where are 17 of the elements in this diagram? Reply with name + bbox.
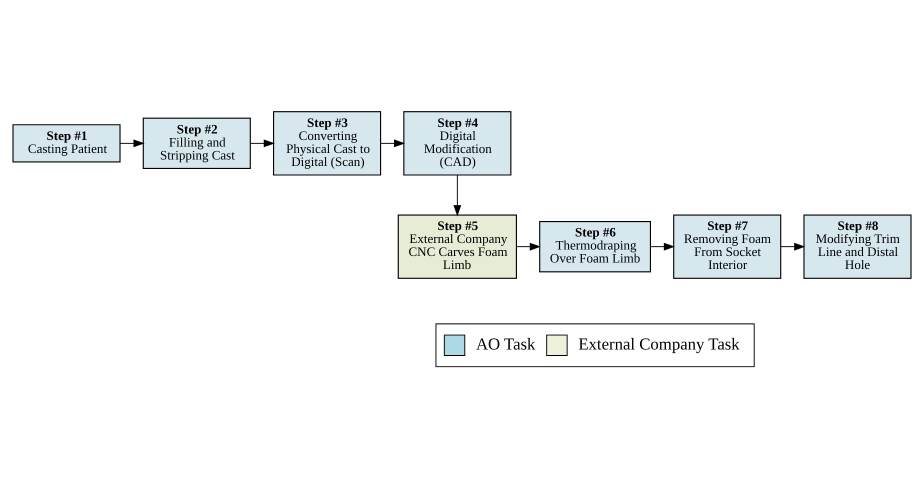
- node-box: Step #3 Converting Physical Cast to Digital (Scan): [273, 111, 382, 176]
- arrow: [250, 139, 275, 148]
- node-box: Step #2 Filling and Stripping Cast: [142, 118, 251, 170]
- arrow: [120, 139, 145, 148]
- arrow: [380, 139, 406, 148]
- arrow: [516, 242, 541, 251]
- node-box: Step #8 Modifying Trim Line and Distal Hole: [803, 214, 912, 279]
- arrow: [650, 242, 676, 251]
- node-box: Step #6 Thermodraping Over Foam Limb: [539, 220, 651, 272]
- node-box: Step #4 Digital Modification (CAD): [403, 111, 512, 176]
- node-box: Step #1 Casting Patient: [12, 124, 121, 163]
- node-box: Step #5 External Company CNC Carves Foam Limb: [398, 214, 517, 279]
- legend-label: AO Task: [476, 334, 536, 354]
- node-box: Step #7 Removing Foam From Socket Interior: [673, 214, 782, 279]
- arrow: [453, 174, 462, 216]
- legend-label: External Company Task: [578, 334, 740, 354]
- arrow: [780, 242, 806, 251]
